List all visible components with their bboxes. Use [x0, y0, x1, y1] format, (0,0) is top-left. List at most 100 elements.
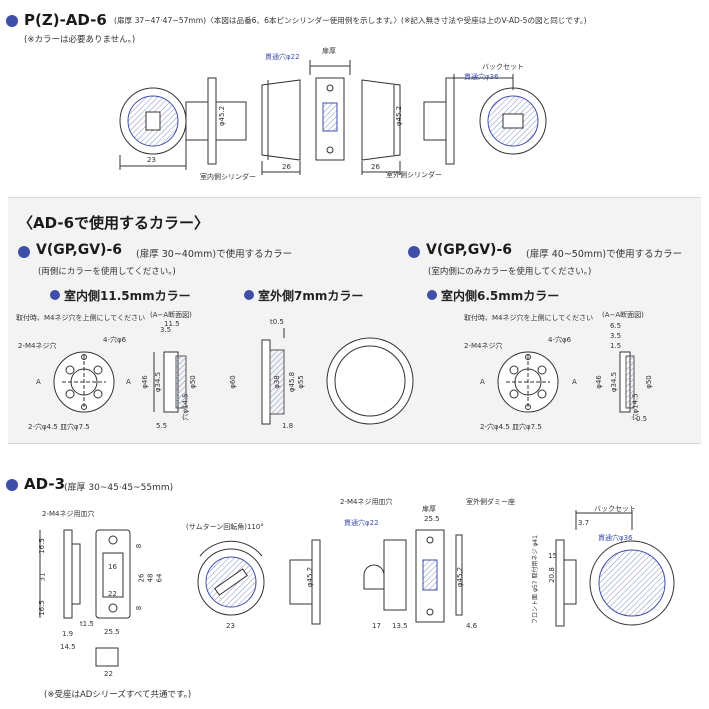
label-d45-2-left-ad3: φ45.2 — [306, 566, 315, 588]
section3-title: AD-3 — [24, 475, 66, 493]
label-3-5-right: 3.5 — [610, 332, 622, 340]
sub-bullet-icon — [427, 290, 437, 300]
label-d45-2-right-ad3: φ45.2 — [456, 566, 465, 588]
label-4-6: 4.6 — [466, 622, 478, 630]
label-8-bottom: 8 — [135, 605, 144, 611]
label-m4-right: 2-M4ネジ穴 — [464, 342, 503, 350]
section2-title: 〈AD-6で使用するカラー〉 — [18, 214, 210, 232]
label-hole6-right: 4-穴φ6 — [548, 336, 572, 344]
label-hole45-right: 2-穴φ4.5 皿穴φ7.5 — [480, 423, 542, 431]
label-1-5: 1.5 — [610, 342, 622, 350]
label-backset: バックセット — [482, 63, 524, 71]
lock-body — [309, 60, 351, 161]
label-d50-right: φ50 — [644, 375, 653, 389]
section-bullet-icon — [408, 246, 420, 258]
section3-desc: (扉厚 30~45·45~55mm) — [64, 483, 174, 493]
label-a-left: A — [36, 378, 41, 386]
label-mount-note-right: 取付時、M4ネジ穴を上側にしてください — [464, 314, 594, 322]
label-d55: φ55 — [296, 375, 305, 389]
collar-7-side — [261, 328, 285, 425]
sub-bullet-icon — [244, 290, 254, 300]
label-d50-left: φ50 — [188, 375, 197, 389]
label-26: 26 — [137, 573, 146, 583]
label-1-9: 1.9 — [62, 630, 74, 638]
label-door-thickness: 扉厚 — [322, 47, 336, 55]
collar-right-spec: (扉厚 40~50mm)で使用するカラー — [526, 249, 683, 260]
collar-indoor-6-5-title: 室内側6.5mmカラー — [441, 289, 560, 303]
label-dim-26-left: 26 — [282, 163, 291, 171]
section-bullet-icon — [18, 246, 30, 258]
label-5-5: 5.5 — [156, 422, 168, 430]
collar-outdoor-7-title: 室外側7mmカラー — [258, 289, 364, 303]
collar-left-title: V(GP,GV)-6 — [36, 242, 123, 258]
label-a-right-left: A — [126, 378, 131, 386]
label-dia-45-2-right: φ45.2 — [395, 105, 404, 127]
label-16-5-top: 16.5 — [37, 538, 46, 554]
label-hole6-left: 4-穴φ6 — [103, 336, 127, 344]
label-23-ad3: 23 — [226, 622, 235, 630]
label-a-right-r: A — [572, 378, 577, 386]
section-bullet-icon — [6, 479, 18, 491]
strike-plate-front — [95, 529, 131, 667]
label-a-left-r: A — [480, 378, 485, 386]
label-3-7: 3.7 — [578, 519, 590, 527]
label-20-8: 20.8 — [547, 567, 556, 583]
label-16: 16 — [108, 563, 117, 571]
label-15: 15 — [548, 552, 557, 560]
label-backset-ad3: バックセット — [594, 505, 636, 513]
label-48: 48 — [146, 573, 155, 583]
label-m4-ad3-body: 2-M4ネジ用皿穴 — [340, 498, 393, 506]
label-hole-36: 貫通穴φ36 — [464, 73, 499, 81]
label-dim-26-right: 26 — [371, 163, 380, 171]
label-16-5-bottom: 16.5 — [37, 600, 46, 616]
outdoor-cylinder-front — [423, 74, 547, 165]
label-m4-left: 2-M4ネジ穴 — [18, 342, 57, 350]
label-22-inner: 22 — [108, 590, 117, 598]
label-d34-5-left: φ34.5 — [154, 371, 163, 393]
label-m4-ad3: 2-M4ネジ用皿穴 — [42, 510, 95, 518]
collar-right-note: (室内側にのみカラーを使用してください。) — [428, 267, 592, 277]
collar-right-title: V(GP,GV)-6 — [426, 242, 513, 258]
label-outdoor-cylinder: 室外側シリンダー — [386, 171, 442, 179]
collar-11-5-front — [53, 351, 115, 413]
label-dia-45-2-left: φ45.2 — [218, 105, 227, 127]
label-d46-left: φ46 — [140, 375, 149, 389]
collar-7-front — [326, 337, 414, 425]
collar-6-5-front — [497, 351, 559, 413]
label-t1-5: t1.5 — [80, 620, 94, 628]
label-door-thickness-ad3: 扉厚 — [422, 505, 436, 513]
label-6-5: 6.5 — [610, 322, 622, 330]
ad3-lock-body — [363, 529, 463, 623]
collar-left-spec: (扉厚 30~40mm)で使用するカラー — [136, 249, 293, 260]
label-0-5: 0.5 — [636, 415, 648, 423]
label-8-top: 8 — [135, 543, 144, 549]
label-mount-note-left: 取付時、M4ネジ穴を上側にしてください — [16, 314, 146, 322]
thumbturn-front — [197, 539, 321, 625]
label-d60: φ60 — [228, 375, 237, 389]
label-1-8: 1.8 — [282, 422, 294, 430]
label-d46-right: φ46 — [594, 375, 603, 389]
label-hole-22-ad3: 貫通穴φ22 — [344, 519, 379, 527]
label-front-note: フロント面 φ57 取付用ネジ φ41 — [531, 535, 539, 624]
label-d34-5-right: φ34.5 — [610, 371, 619, 393]
label-25-5-body: 25.5 — [424, 515, 440, 523]
label-hole-22: 貫通穴φ22 — [265, 53, 300, 61]
label-31: 31 — [38, 572, 47, 582]
collar-6-5-section — [619, 351, 635, 413]
label-14-5: 14.5 — [60, 643, 76, 651]
label-dim-23: 23 — [147, 156, 156, 164]
section3-note: (※受座はADシリーズすべて共通です。) — [44, 690, 192, 700]
label-17: 17 — [372, 622, 381, 630]
label-d38: φ38 — [272, 375, 281, 389]
label-d14-5-left: 穴φ14.5 — [181, 393, 190, 421]
label-indoor-cylinder: 室内側シリンダー — [200, 173, 256, 181]
indoor-cylinder-side — [261, 79, 301, 175]
sub-bullet-icon — [50, 290, 60, 300]
label-hole-36-ad3: 貫通穴φ36 — [598, 534, 633, 542]
section-bullet-icon — [6, 15, 18, 27]
dummy-plate-front — [555, 510, 675, 627]
label-section-aa-right: (A−A断面図) — [602, 311, 644, 319]
collar-11-5-section — [153, 351, 187, 413]
label-d45-8: φ45.8 — [288, 371, 297, 393]
